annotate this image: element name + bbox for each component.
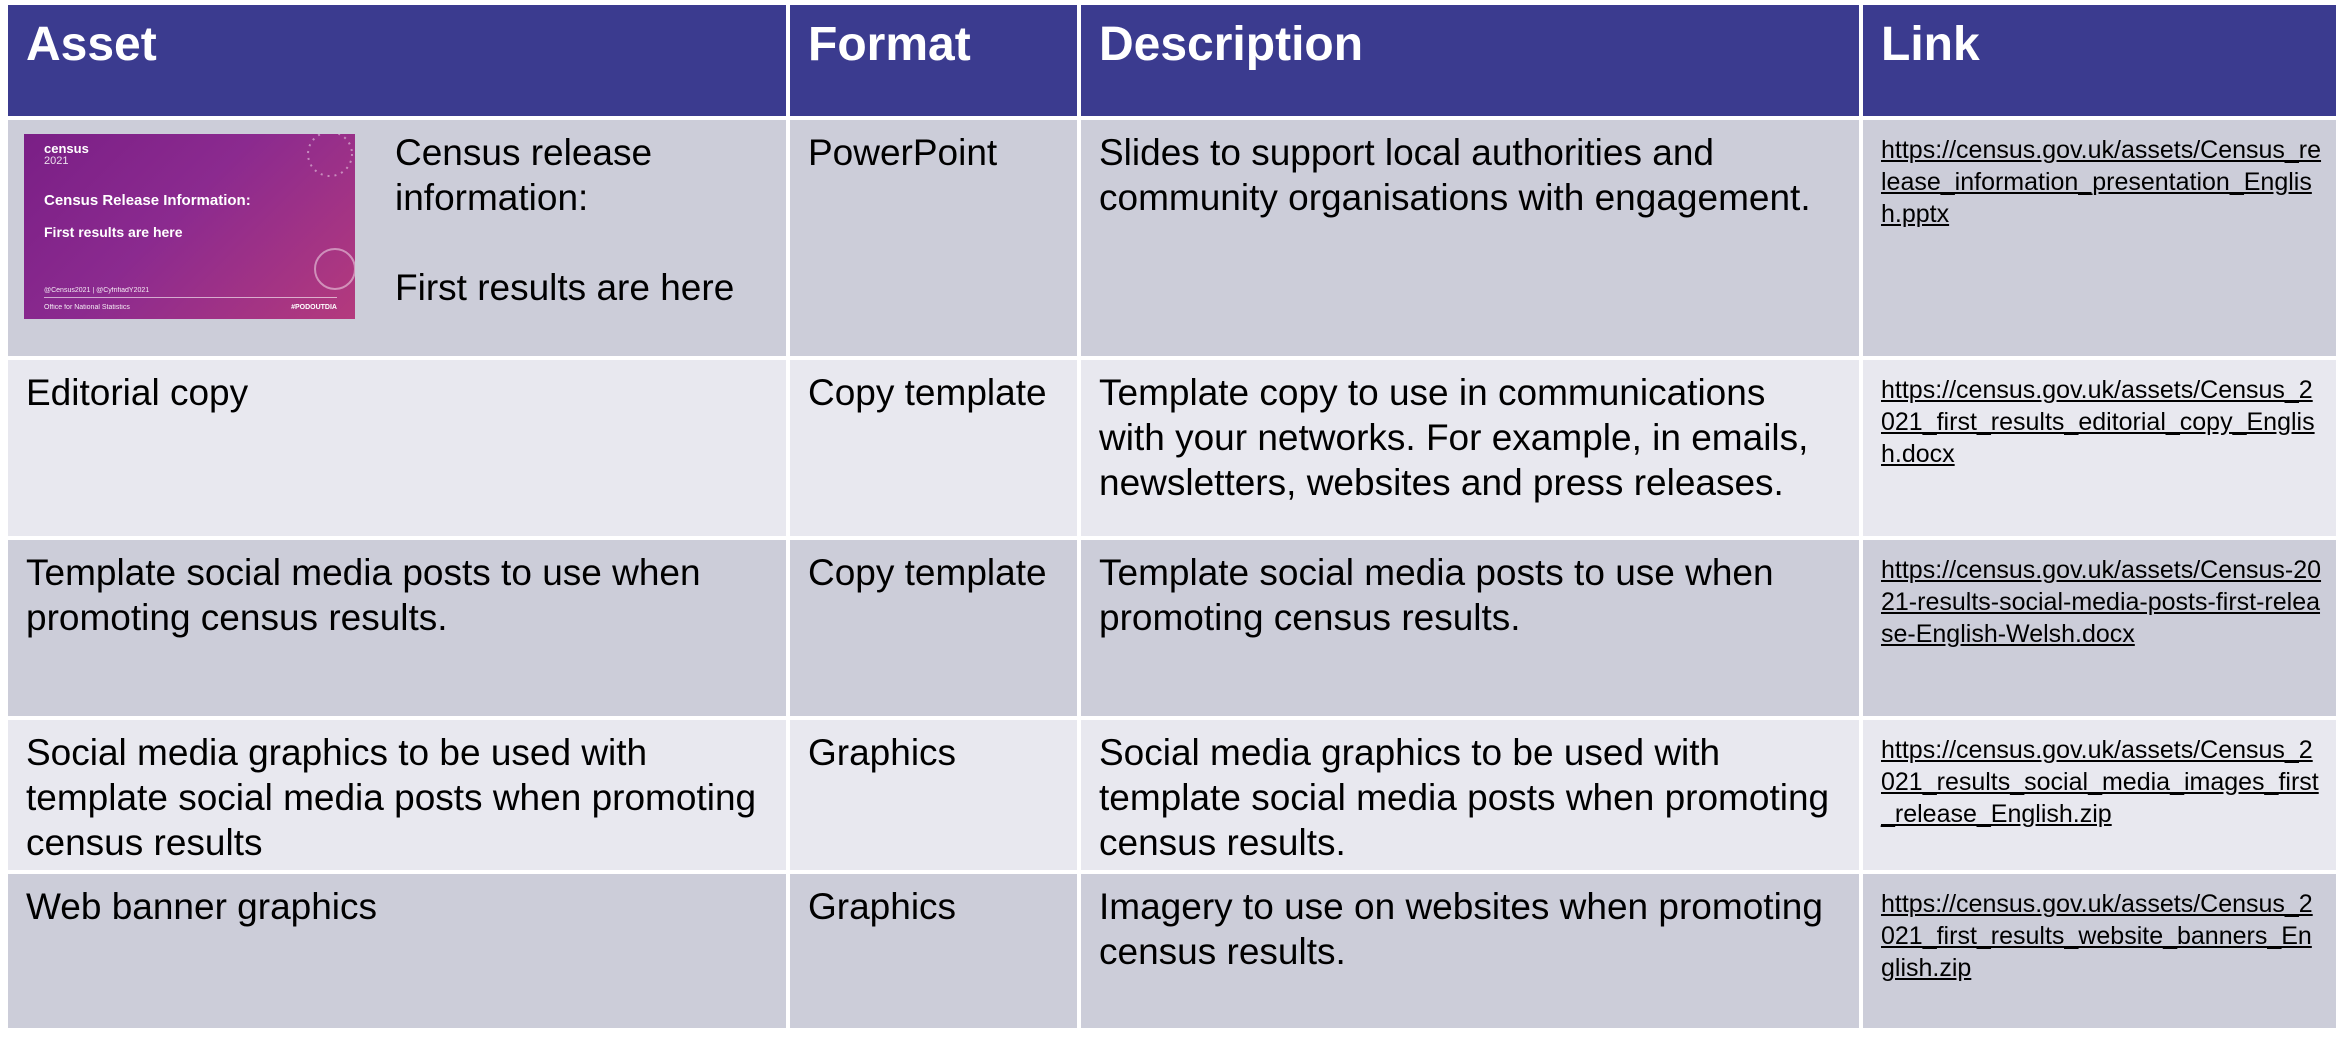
header-description: Description	[1081, 5, 1859, 116]
format-cell: Copy template	[790, 360, 1077, 536]
presentation-thumbnail[interactable]: census 2021 Census Release Information: …	[24, 134, 355, 319]
decorative-circles-icon	[307, 134, 355, 290]
asset-cell: Editorial copy	[8, 360, 786, 536]
asset-link[interactable]: https://census.gov.uk/assets/Census_2021…	[1863, 874, 2336, 1028]
asset-cell: Social media graphics to be used with te…	[8, 720, 786, 870]
header-asset: Asset	[8, 5, 786, 116]
format-cell: Graphics	[790, 874, 1077, 1028]
asset-link[interactable]: https://census.gov.uk/assets/Census_2021…	[1863, 720, 2336, 870]
asset-subtitle: First results are here	[395, 267, 735, 308]
description-cell: Template copy to use in communications w…	[1081, 360, 1859, 536]
header-format: Format	[790, 5, 1077, 116]
header-link: Link	[1863, 5, 2336, 116]
asset-link[interactable]: https://census.gov.uk/assets/Census-2021…	[1863, 540, 2336, 716]
asset-link[interactable]: https://census.gov.uk/assets/Census_rele…	[1863, 120, 2336, 356]
thumbnail-handles: @Census2021 | @CyfrifiadY2021	[44, 287, 150, 294]
census-logo-year: 2021	[44, 155, 69, 167]
census-logo: census	[44, 141, 89, 156]
format-cell: PowerPoint	[790, 120, 1077, 356]
thumbnail-title: Census Release Information:	[44, 192, 251, 209]
description-cell: Slides to support local authorities and …	[1081, 120, 1859, 356]
thumbnail-divider	[44, 297, 337, 298]
asset-cell: census 2021 Census Release Information: …	[8, 120, 786, 356]
description-cell: Template social media posts to use when …	[1081, 540, 1859, 716]
asset-cell: Template social media posts to use when …	[8, 540, 786, 716]
assets-table: Asset Format Description Link census 202…	[8, 5, 2336, 1038]
thumbnail-hashtag: #PODOUTDIA	[291, 304, 337, 311]
thumbnail-org: Office for National Statistics	[44, 304, 130, 311]
description-cell: Imagery to use on websites when promotin…	[1081, 874, 1859, 1028]
thumbnail-subtitle: First results are here	[44, 224, 183, 240]
asset-link[interactable]: https://census.gov.uk/assets/Census_2021…	[1863, 360, 2336, 536]
asset-cell: Web banner graphics	[8, 874, 786, 1028]
format-cell: Copy template	[790, 540, 1077, 716]
asset-title: Census release information:	[395, 132, 653, 218]
description-cell: Social media graphics to be used with te…	[1081, 720, 1859, 870]
format-cell: Graphics	[790, 720, 1077, 870]
